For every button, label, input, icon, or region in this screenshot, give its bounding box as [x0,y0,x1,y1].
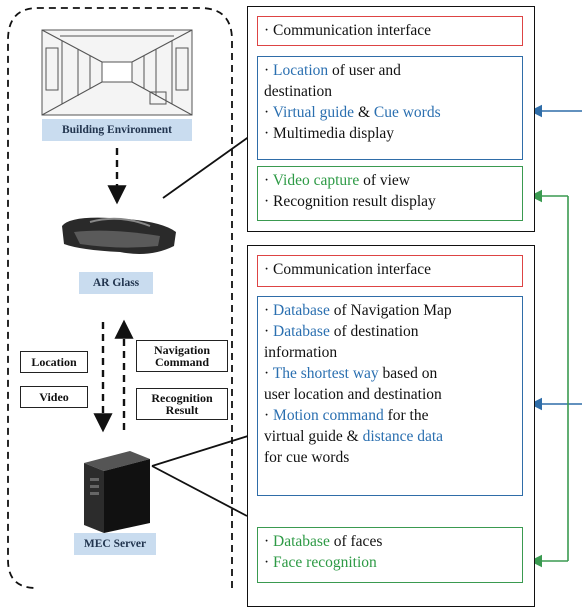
mec-navigation-box: · Database of Navigation Map · Database … [257,296,523,496]
mec-server-label: MEC Server [74,533,156,555]
diagram-graphics [7,7,582,589]
ar-comm-interface-box: · Communication interface [257,16,523,46]
building-label: Building Environment [42,119,192,141]
ar-glass-icon [62,217,176,254]
navigation-command-label: Navigation Command [136,340,228,372]
device-container [7,7,233,589]
mec-comm-interface-box: · Communication interface [257,255,523,287]
mec-server-panel [247,245,535,607]
ar-glass-label: AR Glass [79,272,153,294]
video-label: Video [20,386,88,408]
server-icon [84,451,150,533]
building-icon [41,29,193,116]
mec-face-recognition-box: · Database of faces · Face recognition [257,527,523,583]
ar-glass-panel [247,6,535,232]
ar-function-box: · Location of user and destination · Vir… [257,56,523,160]
recognition-result-label: Recognition Result [136,388,228,420]
ar-recognition-box: · Video capture of view · Recognition re… [257,166,523,221]
location-label: Location [20,351,88,373]
